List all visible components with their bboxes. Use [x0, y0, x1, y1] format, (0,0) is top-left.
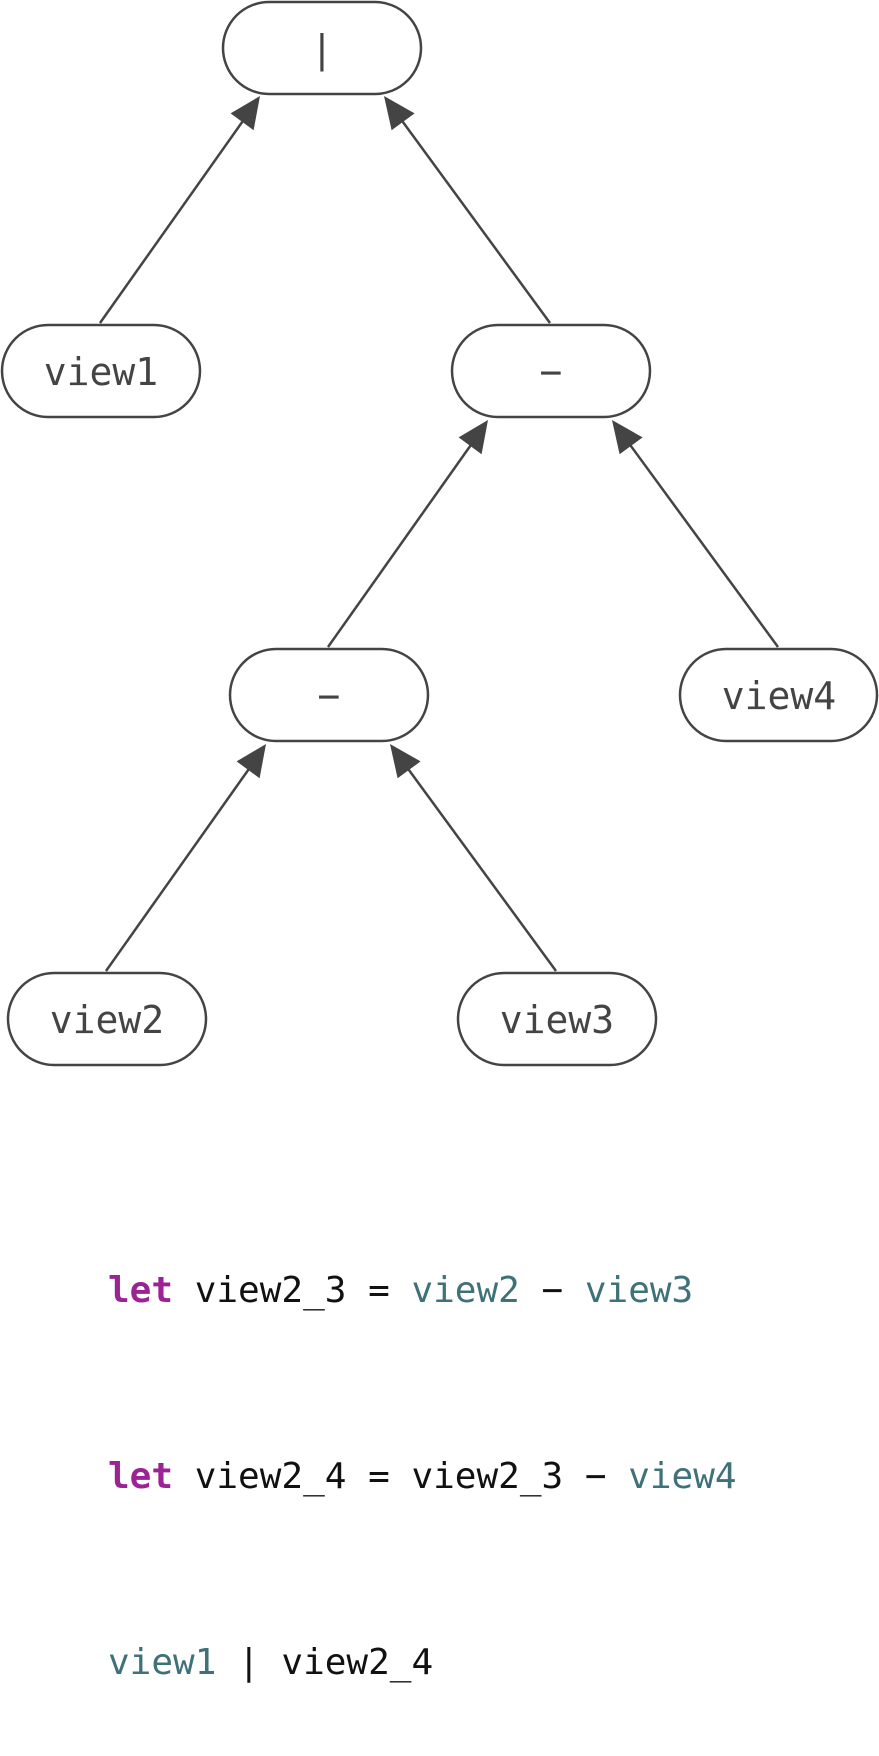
node-view2: view2: [6, 971, 208, 1067]
edge-minus-top-to-or: [384, 96, 552, 324]
code-text: view2_3 =: [173, 1270, 412, 1311]
node-view1: view1: [0, 323, 202, 419]
arrowhead-icon: [230, 96, 260, 131]
node-view4: view4: [678, 647, 879, 743]
node-minus-top-label: −: [540, 350, 563, 394]
node-minus-bottom: −: [228, 647, 430, 743]
arrowhead-icon: [612, 420, 643, 455]
code-operator: −: [519, 1270, 585, 1311]
node-minus-top: −: [450, 323, 652, 419]
code-line-2: let view2_4 = view2_3 − view4: [108, 1446, 737, 1508]
code-line-3: view1 | view2_4: [108, 1632, 737, 1694]
code-ref: view2: [411, 1270, 520, 1311]
arrowhead-icon: [390, 744, 421, 779]
arrowhead-icon: [458, 420, 488, 455]
code-snippet: let view2_3 = view2 − view3 let view2_4 …: [108, 1136, 737, 1756]
arrowhead-icon: [236, 744, 266, 779]
edge-view2-to-minus-bottom: [104, 744, 266, 972]
code-text: | view2_4: [216, 1642, 434, 1683]
edge-view1-to-or: [98, 96, 260, 324]
code-text: view2_4 = view2_3 −: [173, 1456, 629, 1497]
node-view3: view3: [456, 971, 658, 1067]
keyword-let: let: [108, 1270, 174, 1311]
node-minus-bottom-label: −: [318, 674, 341, 718]
code-line-1: let view2_3 = view2 − view3: [108, 1260, 737, 1322]
node-view4-label: view4: [722, 674, 836, 718]
node-view3-label: view3: [500, 998, 614, 1042]
node-or-label: |: [311, 27, 334, 72]
edge-minus-bottom-to-minus-top: [326, 420, 488, 648]
edge-view3-to-minus-bottom: [390, 744, 558, 972]
expression-tree-diagram: | view1 − − view4 view2 view3: [0, 0, 879, 1067]
node-view2-label: view2: [50, 998, 164, 1042]
code-ref: view1: [108, 1642, 217, 1683]
code-ref: view4: [628, 1456, 737, 1497]
code-ref: view3: [584, 1270, 694, 1311]
edge-view4-to-minus-top: [612, 420, 780, 648]
arrowhead-icon: [384, 96, 415, 131]
node-view1-label: view1: [44, 350, 158, 394]
keyword-let: let: [108, 1456, 174, 1497]
node-or: |: [221, 0, 423, 96]
